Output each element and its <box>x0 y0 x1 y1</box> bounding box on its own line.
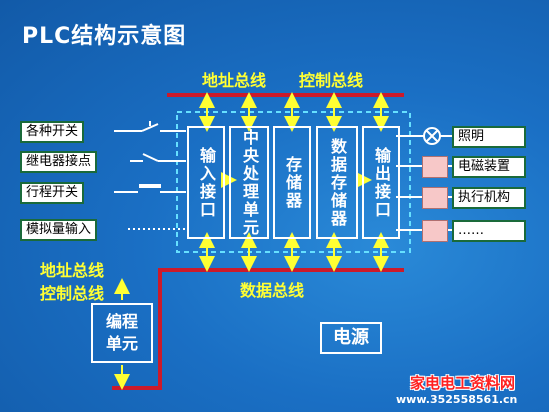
output-symbol-actuator <box>422 187 448 209</box>
data-bus-label: 数据总线 <box>240 281 305 300</box>
output-symbol-solenoid <box>422 156 448 178</box>
watermark-url: www.352558561.cn <box>396 393 518 406</box>
output-etc: …… <box>452 220 526 242</box>
module-memory: 存储器 <box>273 126 311 239</box>
input-relay-contacts: 继电器接点 <box>20 151 98 173</box>
lamp-icon <box>423 127 441 145</box>
input-limit-switch: 行程开关 <box>20 182 85 204</box>
output-lighting: 照明 <box>452 126 526 148</box>
module-data-memory: 数据存储器 <box>316 126 358 239</box>
module-output-interface: 输出接口 <box>362 126 400 239</box>
watermark-text: 家电电工资料网 <box>410 374 516 392</box>
bottom-bus-line <box>112 268 404 390</box>
top-control-bus-label: 控制总线 <box>299 71 364 90</box>
output-actuator: 执行机构 <box>452 187 526 209</box>
module-cpu: 中央处理单元 <box>229 126 269 239</box>
output-solenoid: 电磁装置 <box>452 156 526 178</box>
output-symbol-other <box>422 220 448 242</box>
module-input-interface: 输入接口 <box>187 126 225 239</box>
limit-switch-bar <box>139 184 161 188</box>
bottom-bus-arrows <box>199 232 389 272</box>
power-supply: 电源 <box>320 322 382 354</box>
input-analog: 模拟量输入 <box>20 219 98 241</box>
left-address-bus-label: 地址总线 <box>40 261 105 280</box>
page-title: PLC结构示意图 <box>22 24 187 49</box>
output-wires <box>396 135 452 231</box>
input-wires <box>114 121 186 193</box>
top-address-bus-label: 地址总线 <box>202 71 267 90</box>
left-control-bus-label: 控制总线 <box>40 284 105 303</box>
top-bus-arrows <box>199 92 389 132</box>
input-various-switches: 各种开关 <box>20 121 85 143</box>
programming-unit-label: 编程单元 <box>105 312 138 353</box>
programming-unit: 编程单元 <box>91 303 153 363</box>
